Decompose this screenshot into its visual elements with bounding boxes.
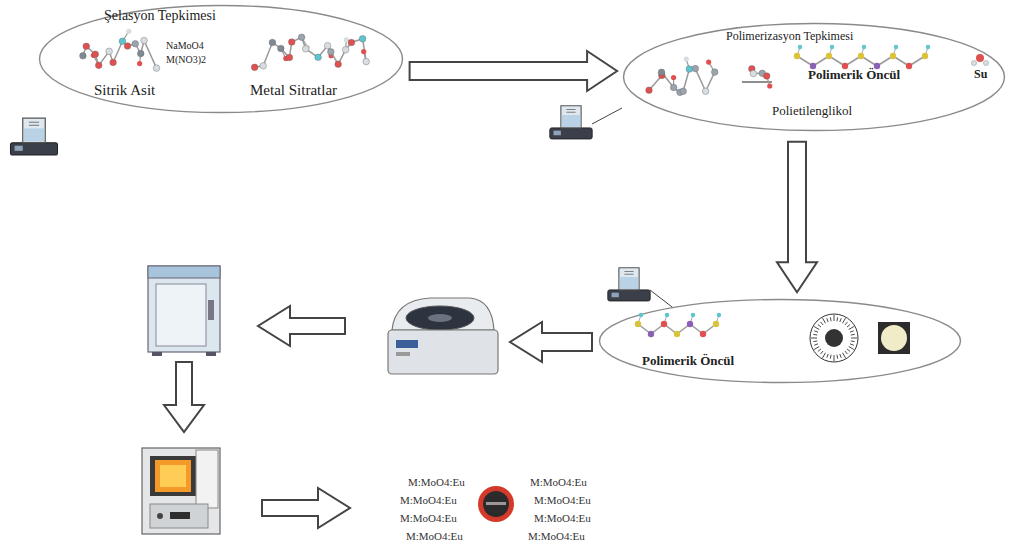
molecule-model xyxy=(80,29,160,72)
product-formula: M:MoO4:Eu xyxy=(400,494,457,506)
flow-arrow xyxy=(410,51,617,91)
centrifuge-icon xyxy=(388,298,498,374)
leader-line xyxy=(592,108,622,124)
flow-arrow xyxy=(777,142,817,292)
stirrer-icon xyxy=(550,106,592,139)
product-particle xyxy=(478,486,514,522)
furnace-icon xyxy=(142,448,220,534)
water-molecule xyxy=(976,54,984,62)
product-formula: M:MoO4:Eu xyxy=(534,512,591,524)
temperature-dial xyxy=(810,314,858,362)
reaction-line xyxy=(742,81,772,82)
reagent-formula: M(NO3)2 xyxy=(166,54,206,65)
gel-sample xyxy=(878,322,910,354)
molecule-model xyxy=(251,34,369,71)
product-label: Su xyxy=(974,68,987,81)
product-label: Metal Sitratlar xyxy=(250,82,337,99)
reagent-label: Sitrik Asit xyxy=(94,82,155,99)
reaction-ellipse: Polimerizasyon TepkimesiPolimerik Öncül S… xyxy=(622,22,1006,132)
ellipse-outline xyxy=(598,298,962,384)
reaction-ellipse: Polimerik Öncül xyxy=(598,298,962,384)
product-formula: M:MoO4:Eu xyxy=(400,512,457,524)
product-formula: M:MoO4:Eu xyxy=(528,530,585,542)
section-heading: Şelasyon Tepkimesi xyxy=(104,8,216,23)
polymer-chain xyxy=(635,313,721,337)
stirrer-icon xyxy=(10,118,57,155)
reaction-ellipse: Şelasyon TepkimesiSitrik Asit NaMoO4M(NO3… xyxy=(38,4,404,114)
flow-arrows xyxy=(164,306,592,528)
product-formula: M:MoO4:Eu xyxy=(408,476,465,488)
product-formula: M:MoO4:Eu xyxy=(530,476,587,488)
reagent-label: Polietilenglikol xyxy=(772,104,852,118)
stirrer-icon xyxy=(608,268,650,301)
product-label: Polimerik Öncül xyxy=(808,68,900,82)
product-label: Polimerik Öncül xyxy=(642,354,734,368)
product-formula: M:MoO4:Eu xyxy=(534,494,591,506)
ellipse-outline xyxy=(38,4,404,114)
section-heading: Polimerizasyon Tepkimesi xyxy=(726,30,853,43)
product-formula: M:MoO4:Eu xyxy=(406,530,463,542)
reagent-formula: NaMoO4 xyxy=(166,40,204,51)
molecule-model xyxy=(646,56,718,95)
polymer-chain xyxy=(794,45,930,69)
molecule-model xyxy=(749,66,773,89)
oven-icon xyxy=(148,266,220,356)
